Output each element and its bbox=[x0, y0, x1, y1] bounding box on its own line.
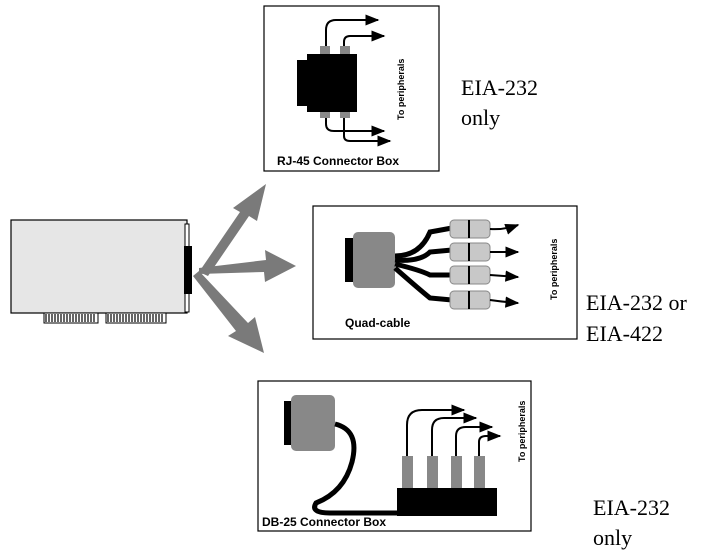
db25-side-label: To peripherals bbox=[517, 401, 527, 462]
db25-caption: DB-25 Connector Box bbox=[262, 515, 386, 529]
quad-cable-panel: To peripherals Quad-cable bbox=[312, 205, 578, 340]
edge-connector-fingers bbox=[45, 314, 163, 322]
quad-note-line2: EIA-422 bbox=[586, 321, 663, 346]
quad-side-label: To peripherals bbox=[549, 239, 559, 300]
serial-interface-card-icon bbox=[10, 219, 192, 324]
db25-note-line2: only bbox=[593, 525, 632, 550]
db25-note-line1: EIA-232 bbox=[593, 495, 670, 520]
rj45-side-label: To peripherals bbox=[396, 59, 406, 120]
rj45-note-line2: only bbox=[461, 105, 500, 130]
quad-note-line1: EIA-232 or bbox=[586, 290, 687, 315]
fan-out-arrows-icon bbox=[193, 184, 296, 353]
db25-connector-box-panel: To peripherals DB-25 Connector Box bbox=[257, 380, 532, 532]
rj45-note-line1: EIA-232 bbox=[461, 75, 538, 100]
quad-caption: Quad-cable bbox=[345, 316, 411, 330]
rj45-caption: RJ-45 Connector Box bbox=[277, 154, 399, 168]
rj45-connector-box-panel: To peripherals RJ-45 Connector Box bbox=[263, 5, 440, 172]
